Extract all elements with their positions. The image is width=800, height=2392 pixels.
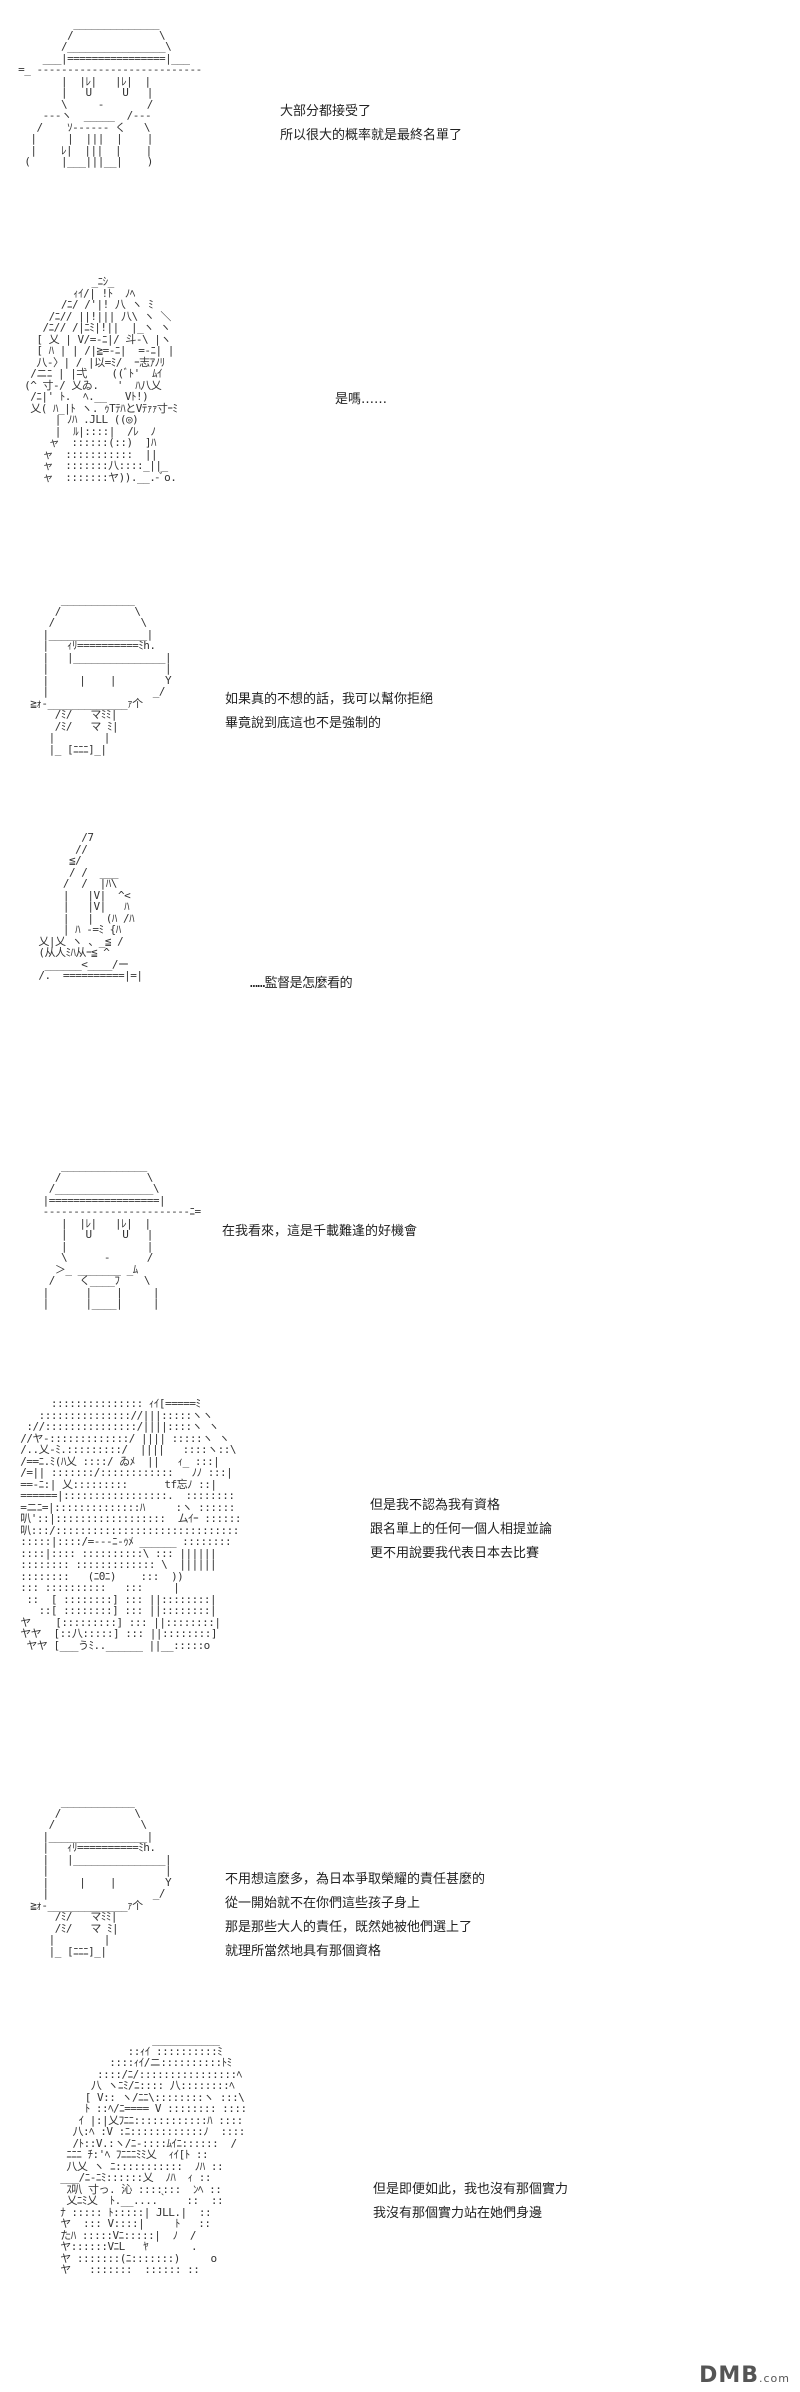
dialog-panel-4: ……監督是怎麼看的 — [250, 972, 353, 996]
dialog-line: ……監督是怎麼看的 — [250, 976, 353, 991]
ascii-art-girl: ::::::::::::::: ｨｲ[=====ﾐ ::::::::::::::… — [20, 1397, 242, 1652]
dialog-panel-8: 但是即便如此，我也沒有那個實力 我沒有那個實力站在她們身邊 — [373, 2178, 568, 2226]
ascii-art-girl: _ﾆｼ_ ｨｲ/| !ﾄ ﾉﾍ /ﾆ/ /'|! 八 ヽ ﾐ /ﾆ// ||!|… — [24, 275, 178, 484]
panel-2: _ﾆｼ_ ｨｲ/| !ﾄ ﾉﾍ /ﾆ/ /'|! 八 ヽ ﾐ /ﾆ// ||!|… — [0, 270, 800, 590]
dialog-line: 如果真的不想的話，我可以幫你拒絕 — [225, 692, 434, 707]
watermark-logo: DMB.com — [699, 2363, 790, 2388]
ascii-art-girl: ___________ ::ｨｲ ::::::::::ﾐ ::::ｨｲ/ニ:::… — [60, 2033, 247, 2276]
dialog-panel-6: 但是我不認為我有資格 跟名單上的任何一個人相提並論 更不用說要我代表日本去比賽 — [370, 1494, 552, 1566]
panel-3: ____________ / \ / \ |________________| … — [0, 590, 800, 820]
dialog-line: 是嗎…… — [335, 392, 388, 407]
panel-8: ___________ ::ｨｲ ::::::::::ﾐ ::::ｨｲ/ニ:::… — [0, 2020, 800, 2392]
panel-4: /7 // ≦/ / / ___ / / |ﾊ\ | |V| ^< | |V| … — [0, 820, 800, 1150]
ascii-art-coach: ____________ / \ / \ |________________| … — [30, 1795, 172, 1958]
dialog-line: 就理所當然地具有那個資格 — [225, 1944, 382, 1959]
dialog-line: 跟名單上的任何一個人相提並論 — [370, 1522, 553, 1537]
dialog-line: 在我看來，這是千載難逢的好機會 — [222, 1224, 418, 1239]
watermark-suffix: .com — [759, 2372, 790, 2385]
ascii-art-coach: ______________ / \ /________________\ __… — [18, 17, 202, 168]
dialog-panel-5: 在我看來，這是千載難逢的好機會 — [222, 1220, 417, 1244]
dialog-line: 所以很大的概率就是最終名單了 — [280, 128, 463, 143]
dialog-line: 但是即便如此，我也沒有那個實力 — [373, 2182, 569, 2197]
dialog-line: 大部分都接受了 — [280, 104, 372, 119]
dialog-line: 不用想這麼多，為日本爭取榮耀的責任甚麼的 — [225, 1872, 486, 1887]
watermark-brand: DMB — [699, 2363, 759, 2388]
ascii-art-coach: ____________ / \ / \ |________________| … — [30, 593, 172, 756]
dialog-line: 畢竟說到底這也不是強制的 — [225, 716, 382, 731]
dialog-line: 從一開始就不在你們這些孩子身上 — [225, 1896, 421, 1911]
panel-5: ______________ / \ /________________\ |=… — [0, 1150, 800, 1380]
dialog-line: 但是我不認為我有資格 — [370, 1498, 501, 1513]
dialog-panel-7: 不用想這麼多，為日本爭取榮耀的責任甚麼的 從一開始就不在你們這些孩子身上 那是那… — [225, 1868, 485, 1964]
ascii-art-girl: /7 // ≦/ / / ___ / / |ﾊ\ | |V| ^< | |V| … — [20, 832, 352, 993]
dialog-line: 那是那些大人的責任，既然她被他們選上了 — [225, 1920, 473, 1935]
panel-1: ______________ / \ /________________\ __… — [0, 0, 800, 270]
dialog-line: 我沒有那個實力站在她們身邊 — [373, 2206, 543, 2221]
dialog-panel-2: 是嗎…… — [335, 388, 387, 412]
dialog-panel-3: 如果真的不想的話，我可以幫你拒絕 畢竟說到底這也不是強制的 — [225, 688, 433, 736]
dialog-panel-1: 大部分都接受了 所以很大的概率就是最終名單了 — [280, 100, 462, 148]
ascii-art-coach: ______________ / \ /________________\ |=… — [42, 1159, 202, 1310]
panel-6: ::::::::::::::: ｨｲ[=====ﾐ ::::::::::::::… — [0, 1380, 800, 1790]
dialog-line: 更不用說要我代表日本去比賽 — [370, 1546, 540, 1561]
panel-7: ____________ / \ / \ |________________| … — [0, 1790, 800, 2020]
